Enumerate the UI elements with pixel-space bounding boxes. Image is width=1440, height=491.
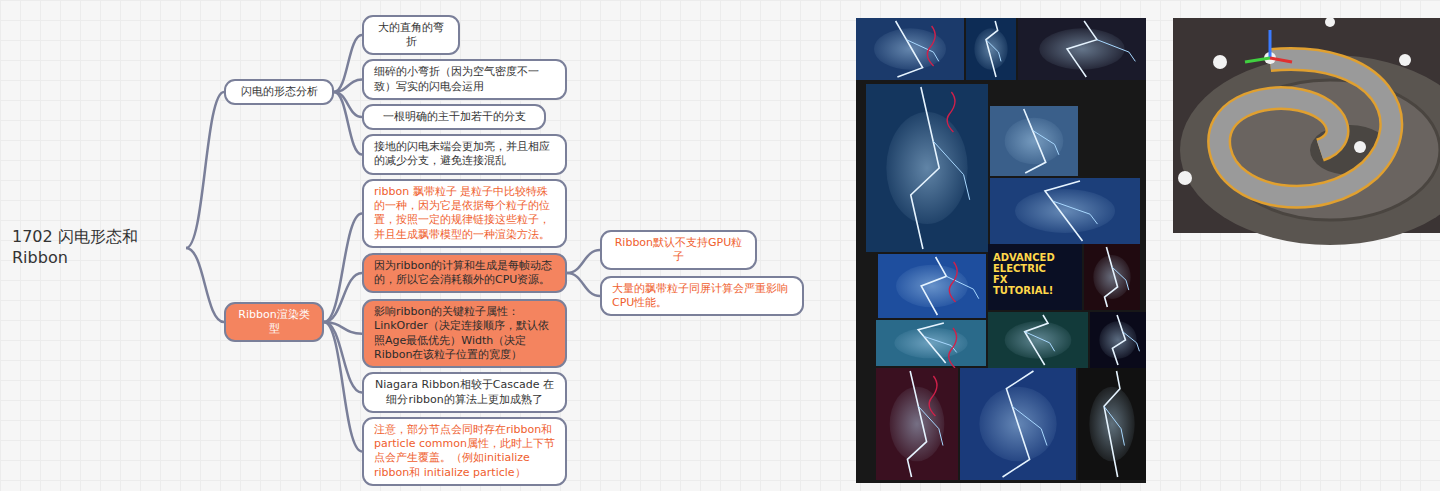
topic-box: Ribbon渲染类型: [224, 302, 324, 343]
topic-box: 注意，部分节点会同时存在ribbon和particle common属性，此时上…: [362, 417, 567, 486]
topic-text: 大量的飘带粒子同屏计算会严重影响CPU性能。: [612, 282, 792, 311]
topic-text: 一根明确的主干加若干的分支: [374, 110, 534, 124]
topic-text: 大的直角的弯折: [374, 21, 448, 50]
branch-line: [334, 92, 362, 154]
scene-screenshot: [1173, 17, 1440, 245]
topic-text: 注意，部分节点会同时存在ribbon和particle common属性，此时上…: [374, 423, 555, 480]
topic-text: Ribbon默认不支持GPU粒子: [612, 236, 745, 265]
topic-box: 影响ribbon的关键粒子属性：LinkOrder（决定连接顺序，默认依照Age…: [362, 299, 567, 368]
topic-text: 闪电的形态分析: [236, 85, 322, 99]
lightning-photos: [856, 18, 1146, 480]
topic-box: 一根明确的主干加若干的分支: [362, 104, 546, 130]
branch-line: [186, 248, 224, 322]
branch-line: [567, 250, 600, 273]
thumbnail-title: ADVANCED ELECTRIC FX TUTORIAL!: [993, 252, 1063, 296]
topic-text: Niagara Ribbon相较于Cascade 在细分ribbon的算法上更加…: [374, 378, 555, 407]
root-topic: 1702 闪电形态和Ribbon: [8, 225, 186, 271]
topic-text: 因为ribbon的计算和生成是每帧动态的，所以它会消耗额外的CPU资源。: [374, 259, 555, 288]
topic-box: 因为ribbon的计算和生成是每帧动态的，所以它会消耗额外的CPU资源。: [362, 253, 567, 294]
topic-box: 细碎的小弯折（因为空气密度不一致）写实的闪电会运用: [362, 59, 567, 100]
topic-text: Ribbon渲染类型: [236, 308, 312, 337]
branch-line: [324, 213, 362, 322]
image-panel: [856, 18, 1146, 483]
branch-line: [324, 322, 362, 451]
branch-line: [324, 273, 362, 322]
topic-box: Niagara Ribbon相较于Cascade 在细分ribbon的算法上更加…: [362, 372, 567, 413]
topic-box: 接地的闪电末端会更加亮，并且相应的减少分支，避免连接混乱: [362, 134, 567, 175]
branch-line: [567, 273, 600, 296]
topic-text: 1702 闪电形态和Ribbon: [12, 227, 182, 269]
branch-line: [334, 35, 362, 92]
topic-box: 大量的飘带粒子同屏计算会严重影响CPU性能。: [600, 276, 804, 317]
branch-line: [334, 80, 362, 92]
topic-text: 影响ribbon的关键粒子属性：LinkOrder（决定连接顺序，默认依照Age…: [374, 305, 555, 362]
topic-box: 闪电的形态分析: [224, 79, 334, 105]
topic-box: ribbon 飘带粒子 是粒子中比较特殊的一种，因为它是依据每个粒子的位置，按照…: [362, 179, 567, 248]
topic-text: 接地的闪电末端会更加亮，并且相应的减少分支，避免连接混乱: [374, 140, 555, 169]
branch-line: [186, 92, 224, 248]
topic-text: ribbon 飘带粒子 是粒子中比较特殊的一种，因为它是依据每个粒子的位置，按照…: [374, 185, 555, 242]
topic-box: Ribbon默认不支持GPU粒子: [600, 230, 757, 271]
topic-text: 细碎的小弯折（因为空气密度不一致）写实的闪电会运用: [374, 65, 555, 94]
topic-box: 大的直角的弯折: [362, 15, 460, 56]
